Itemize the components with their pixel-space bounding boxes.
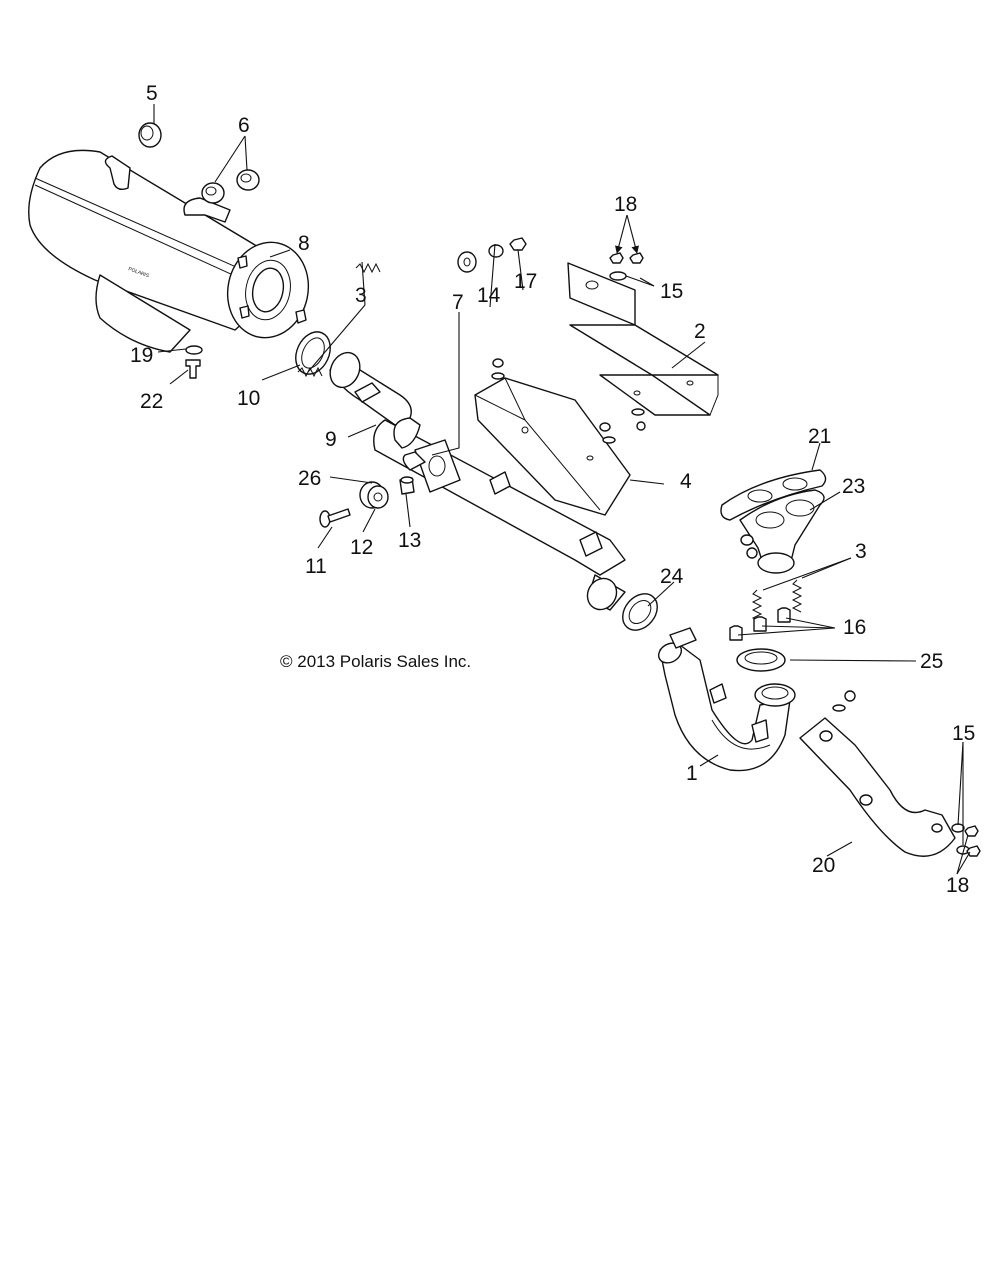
bolt-part-22 [185, 359, 201, 379]
spring-part-3-upper [297, 262, 381, 378]
callout-9: 9 [325, 428, 337, 451]
gasket-part-10 [295, 331, 331, 375]
head-pipe-part-1 [657, 627, 796, 772]
screw-part-near-4 [491, 358, 616, 444]
seal-ring-part-25 [736, 648, 786, 672]
callout-15-lower: 15 [952, 722, 975, 745]
washer-part-14 [488, 244, 504, 258]
callout-11: 11 [305, 555, 327, 578]
callout-14: 14 [477, 284, 501, 307]
hardware-part-15-18-lower [951, 823, 981, 857]
spring-part-3-lower [751, 579, 803, 623]
callout-1: 1 [686, 762, 698, 785]
callout-2: 2 [694, 320, 706, 343]
callout-16: 16 [843, 616, 866, 639]
callout-10: 10 [237, 387, 260, 410]
gasket-part-21 [720, 469, 827, 521]
bracket-part-2 [567, 262, 719, 416]
leader-lines [153, 104, 971, 875]
callout-17: 17 [514, 270, 537, 293]
callout-3-lower: 3 [855, 540, 867, 563]
callout-13: 13 [398, 529, 421, 552]
bolt-part-16 [729, 607, 791, 641]
callout-18-lower: 18 [946, 874, 969, 897]
mid-pipe-part-9 [329, 351, 626, 611]
bushing-part-12 [367, 485, 389, 509]
callout-15-upper: 15 [660, 280, 683, 303]
washer-part-15-upper [609, 271, 627, 281]
heat-shield-part-20 [799, 690, 956, 857]
callout-25: 25 [920, 650, 943, 673]
callout-24: 24 [660, 565, 684, 588]
callout-8: 8 [298, 232, 310, 255]
seal-part-24 [622, 593, 658, 631]
muffler-part-8: POLARIS [28, 149, 310, 353]
callout-26: 26 [298, 467, 321, 490]
grommet-part-5 [138, 122, 162, 148]
sleeve-part-13 [399, 476, 415, 495]
callout-19: 19 [130, 344, 153, 367]
callout-23: 23 [842, 475, 865, 498]
callout-6: 6 [238, 114, 250, 137]
washer-part-19 [185, 345, 203, 355]
nut-part-18-upper [609, 252, 644, 264]
callout-21: 21 [808, 425, 831, 448]
callout-4: 4 [680, 470, 692, 493]
callout-20: 20 [812, 854, 835, 877]
callout-3-upper: 3 [355, 284, 367, 307]
callout-12: 12 [350, 536, 373, 559]
nut-part-17 [509, 237, 527, 251]
callout-7: 7 [452, 291, 464, 314]
bracket-hardware [631, 408, 646, 431]
bolt-part-11 [319, 508, 351, 528]
grommet-part-6 [201, 169, 260, 204]
callout-5: 5 [146, 82, 158, 105]
callout-22: 22 [140, 390, 163, 413]
manifold-part-23 [739, 489, 825, 574]
heat-shield-part-4 [474, 377, 631, 516]
copyright-notice: © 2013 Polaris Sales Inc. [280, 652, 471, 671]
callout-18-upper: 18 [614, 193, 637, 216]
washer-part-7 [457, 251, 477, 273]
callout-numbers: 5 6 8 3 19 22 10 9 26 12 13 11 7 14 17 1… [130, 82, 975, 897]
